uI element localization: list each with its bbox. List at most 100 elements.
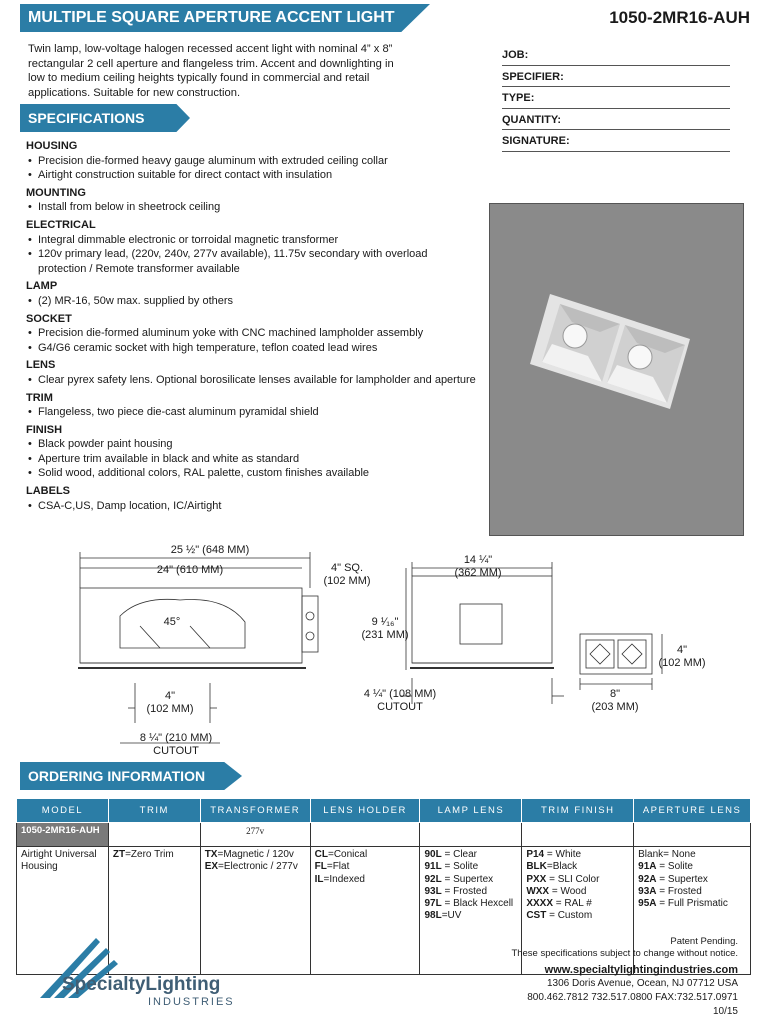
option-line: IL=Indexed — [314, 873, 365, 885]
phone-numbers: 800.462.7812 732.517.0800 FAX:732.517.09… — [527, 992, 738, 1003]
option-line: FL=Flat — [314, 861, 350, 873]
spec-item: Black powder paint housing — [26, 437, 476, 452]
dim-junction-box: 4" SQ. (102 MM) — [323, 562, 371, 587]
job-field[interactable]: QUANTITY: — [502, 109, 730, 130]
column-header: LAMP LENS — [419, 798, 523, 823]
spec-item: Airtight construction suitable for direc… — [26, 168, 476, 183]
title-banner: MULTIPLE SQUARE APERTURE ACCENT LIGHT — [20, 4, 430, 32]
patent-note: Patent Pending. — [670, 936, 738, 947]
option-line: P14 = White — [526, 849, 582, 860]
option-line: PXX = SLI Color — [526, 873, 600, 885]
spec-item: CSA-C,US, Damp location, IC/Airtight — [26, 499, 476, 514]
option-line: CST = Custom — [526, 910, 593, 922]
option-line: 91L = Solite — [424, 861, 479, 873]
option-cell: ZT=Zero Trim — [107, 846, 201, 975]
option-line: 90L = Clear — [424, 849, 478, 860]
option-line: 93L = Frosted — [424, 885, 488, 897]
option-line: ZT=Zero Trim — [112, 849, 174, 860]
option-cell: Airtight Universal Housing — [16, 846, 109, 975]
company-logo: SpecialtyLighting INDUSTRIES — [36, 934, 236, 1014]
option-line: TX=Magnetic / 120v — [204, 849, 294, 860]
dim-side-length: 14 ¼" (362 MM) — [454, 554, 502, 579]
logo-subtext: INDUSTRIES — [148, 996, 235, 1008]
dim-height: 9 ¹⁄₁₆" (231 MM) — [361, 616, 409, 641]
option-line: 92L = Supertex — [424, 873, 494, 885]
page-title: MULTIPLE SQUARE APERTURE ACCENT LIGHT — [28, 9, 395, 26]
option-line: EX=Electronic / 277v — [204, 861, 298, 873]
option-line: CL=Conical — [314, 849, 368, 860]
dim-aperture-width: 4" (102 MM) — [658, 644, 706, 669]
spec-heading: ELECTRICAL — [26, 218, 96, 231]
selection-cell[interactable]: 1050-2MR16-AUH — [16, 822, 109, 847]
job-field[interactable]: SIGNATURE: — [502, 130, 730, 152]
option-line: 93A = Frosted — [638, 885, 702, 897]
option-line: BLK=Black — [526, 861, 578, 873]
option-line: 91A = Solite — [638, 861, 693, 873]
option-line: 98L=UV — [424, 910, 462, 922]
column-header: TRANSFORMER — [199, 798, 311, 823]
dimension-drawings: 25 ½" (648 MM) 24" (610 MM) 4" SQ. (102 … — [70, 538, 706, 762]
spec-heading: SOCKET — [26, 312, 72, 325]
spec-heading: LENS — [26, 359, 56, 372]
spec-item: Clear pyrex safety lens. Optional borosi… — [26, 373, 476, 388]
ordering-banner: ORDERING INFORMATION — [20, 762, 242, 790]
spec-heading: FINISH — [26, 423, 63, 436]
spec-heading: TRIM — [26, 391, 53, 404]
revision: 10/15 — [712, 1006, 738, 1017]
job-field[interactable]: TYPE: — [502, 87, 730, 109]
selection-cell[interactable] — [633, 822, 751, 847]
dim-angle: 45° — [163, 616, 181, 628]
column-header: APERTURE LENS — [633, 798, 751, 823]
spec-item: G4/G6 ceramic socket with high temperatu… — [26, 341, 476, 356]
spec-heading: LAMP — [26, 280, 58, 293]
spec-item: Flangeless, two piece die-cast aluminum … — [26, 405, 476, 420]
dim-aperture-length: 8" (203 MM) — [591, 688, 639, 713]
spec-item: Aperture trim available in black and whi… — [26, 452, 476, 467]
option-line: WXX = Wood — [526, 885, 587, 897]
specifications-list: HOUSING Precision die-formed heavy gauge … — [26, 136, 476, 513]
option-line: 97L = Black Hexcell — [424, 898, 514, 910]
column-header: MODEL — [16, 798, 109, 823]
dim-overall-length: 25 ½" (648 MM) — [170, 544, 250, 556]
column-header: TRIM — [107, 798, 201, 823]
specifications-title: SPECIFICATIONS — [28, 110, 145, 126]
spec-item: Solid wood, additional colors, RAL palet… — [26, 466, 476, 481]
spec-item: Integral dimmable electronic or torroida… — [26, 233, 476, 248]
spec-item: Precision die-formed heavy gauge aluminu… — [26, 154, 476, 169]
spec-item: 120v primary lead, (220v, 240v, 277v ava… — [26, 247, 476, 276]
address: 1306 Doris Avenue, Ocean, NJ 07712 USA — [546, 978, 738, 989]
dim-cutout-8: 8 ¼" (210 MM) CUTOUT — [139, 732, 213, 757]
spec-heading: MOUNTING — [26, 186, 86, 199]
selection-cell[interactable] — [107, 822, 201, 847]
job-field[interactable]: SPECIFIER: — [502, 66, 730, 87]
job-fields: JOB:SPECIFIER:TYPE:QUANTITY:SIGNATURE: — [502, 44, 730, 152]
ordering-title: ORDERING INFORMATION — [28, 768, 206, 784]
spec-item: (2) MR-16, 50w max. supplied by others — [26, 294, 476, 309]
change-notice: These specifications subject to change w… — [511, 948, 738, 959]
selection-cell[interactable] — [521, 822, 635, 847]
option-line: 92A = Supertex — [638, 873, 708, 885]
selection-cell[interactable]: 277v — [199, 822, 311, 847]
selection-cell[interactable] — [309, 822, 421, 847]
dim-cutout-length: 4 ¼" (108 MM) CUTOUT — [363, 688, 437, 713]
spec-item: Precision die-formed aluminum yoke with … — [26, 326, 476, 341]
product-image — [489, 203, 744, 536]
website-link[interactable]: www.specialtylightingindustries.com — [544, 964, 738, 976]
dim-cutout-4: 4" (102 MM) — [146, 690, 194, 715]
model-code: 1050-2MR16-AUH — [609, 8, 750, 27]
spec-heading: LABELS — [26, 485, 70, 498]
option-line: XXXX = RAL # — [526, 898, 592, 910]
option-line: Blank= None — [638, 849, 696, 860]
column-header: LENS HOLDER — [309, 798, 421, 823]
spec-heading: HOUSING — [26, 140, 78, 152]
specifications-banner: SPECIFICATIONS — [20, 104, 190, 132]
selection-cell[interactable] — [419, 822, 523, 847]
job-field[interactable]: JOB: — [502, 44, 730, 66]
column-header: TRIM FINISH — [521, 798, 635, 823]
